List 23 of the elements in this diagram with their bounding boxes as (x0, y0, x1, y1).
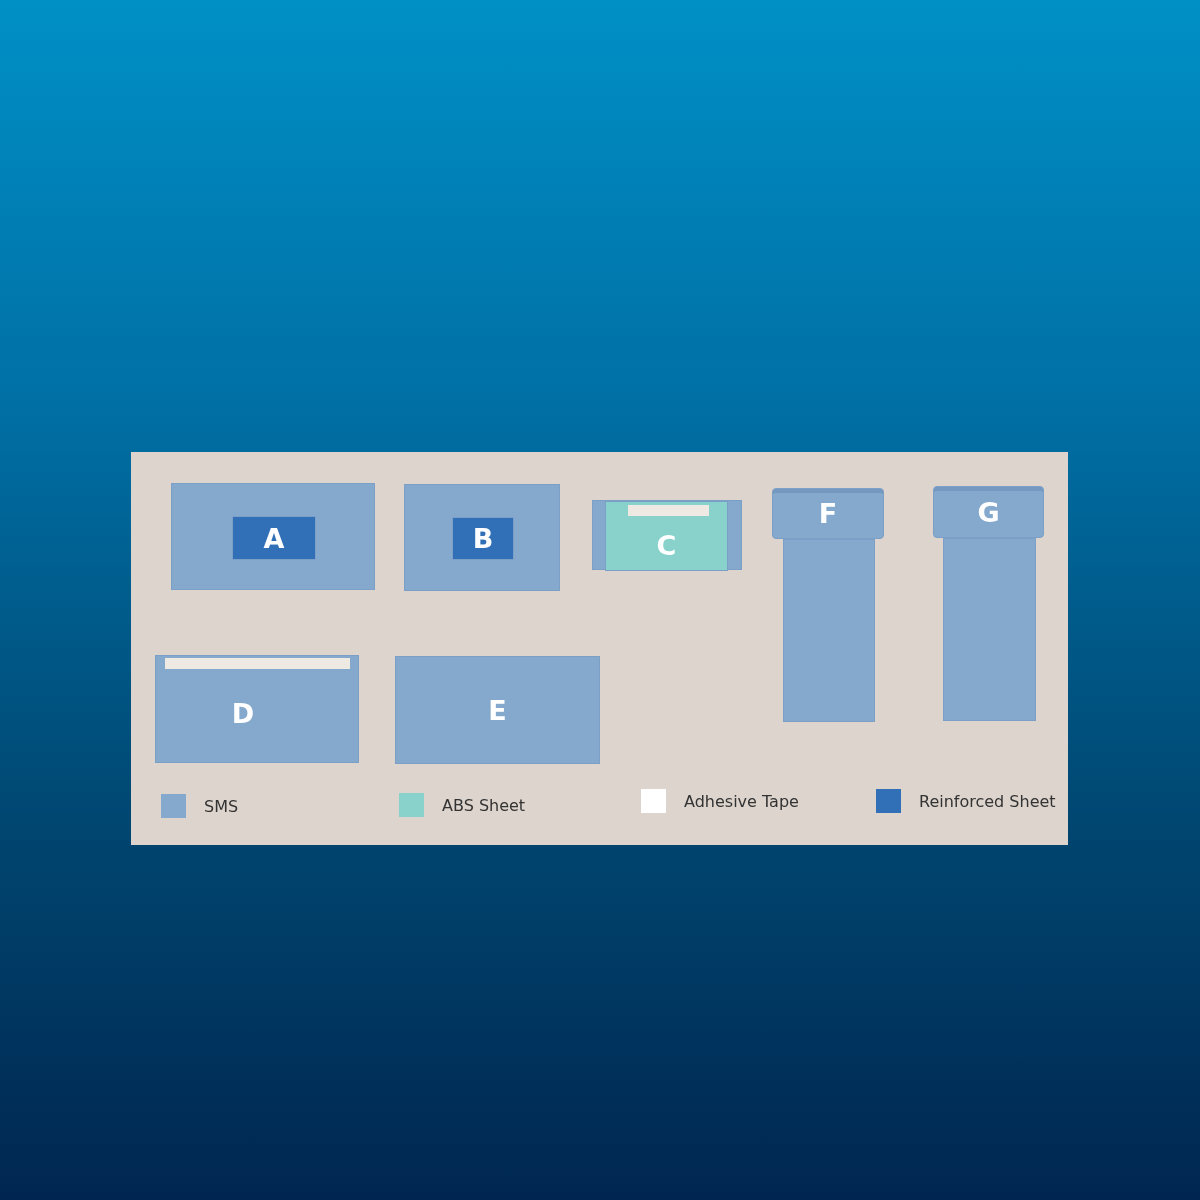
component-letter: B (472, 525, 494, 552)
abs-sheet (605, 501, 728, 571)
legend-label: Reinforced Sheet (919, 791, 1056, 811)
component-letter: G (977, 498, 1000, 526)
component-letter: D (231, 699, 255, 727)
component-letter: E (488, 696, 507, 724)
sms-sheet (404, 484, 560, 591)
sleeve-panel (783, 539, 875, 722)
sms-sheet (171, 483, 375, 590)
sms-sheet (155, 655, 359, 763)
component-letter: C (656, 531, 677, 559)
sleeve-panel (943, 538, 1036, 721)
cuff-panel (772, 488, 884, 539)
component-letter: A (263, 524, 285, 552)
legend-label: Adhesive Tape (684, 791, 799, 811)
reinforced-sheet (232, 516, 316, 560)
legend-label: SMS (204, 796, 239, 816)
component-letter: F (818, 500, 838, 527)
sms-sheet (395, 656, 600, 764)
cuff-panel (933, 486, 1044, 538)
legend-label: ABS Sheet (442, 795, 526, 815)
sms-strip (592, 500, 742, 570)
reinforced-sheet (452, 517, 514, 560)
